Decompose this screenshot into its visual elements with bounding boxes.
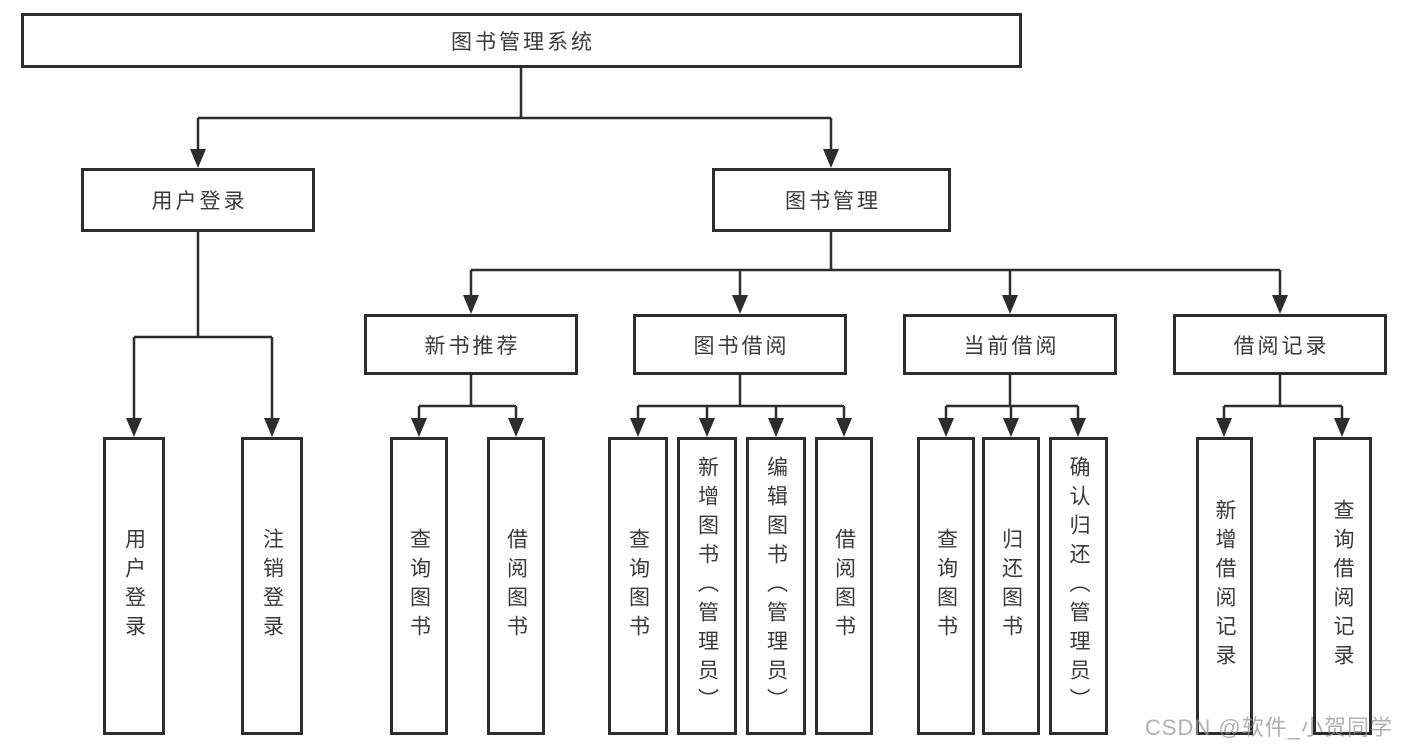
node-new-book-recommend: 新书推荐 xyxy=(364,314,578,375)
leaf-label: 查询图书 xyxy=(626,528,650,644)
leaf-query-books-borrow: 查询图书 xyxy=(608,437,668,735)
node-label: 图书借阅 xyxy=(693,334,790,358)
leaf-label: 查询图书 xyxy=(407,528,431,644)
leaf-label: 确认归还（管理员） xyxy=(1067,455,1090,717)
leaf-label: 新增图书（管理员） xyxy=(695,455,719,717)
leaf-label: 借阅图书 xyxy=(832,528,856,644)
node-borrow-records: 借阅记录 xyxy=(1173,314,1387,375)
csdn-watermark: CSDN @软件_小贺同学 xyxy=(1144,715,1393,740)
leaf-label: 借阅图书 xyxy=(504,528,528,644)
node-user-login: 用户登录 xyxy=(81,168,315,232)
node-root-system: 图书管理系统 xyxy=(21,13,1022,68)
leaf-add-books-admin: 新增图书（管理员） xyxy=(677,437,737,735)
node-book-management: 图书管理 xyxy=(712,168,951,232)
node-label: 图书管理 xyxy=(785,190,881,213)
leaf-borrow-books: 借阅图书 xyxy=(815,437,873,735)
leaf-label: 新增借阅记录 xyxy=(1213,499,1236,673)
node-label: 借阅记录 xyxy=(1233,334,1330,358)
node-current-borrow: 当前借阅 xyxy=(903,314,1117,375)
node-label: 当前借阅 xyxy=(963,334,1060,358)
leaf-query-borrow-record: 查询借阅记录 xyxy=(1313,437,1372,735)
leaf-logout: 注销登录 xyxy=(241,437,303,735)
node-book-borrow: 图书借阅 xyxy=(633,314,847,375)
node-label: 图书管理系统 xyxy=(451,30,595,54)
leaf-borrow-books-recommend: 借阅图书 xyxy=(487,437,545,735)
leaf-return-books: 归还图书 xyxy=(982,437,1040,735)
leaf-label: 归还图书 xyxy=(999,528,1023,644)
leaf-add-borrow-record: 新增借阅记录 xyxy=(1196,437,1253,735)
leaf-user-login: 用户登录 xyxy=(103,437,165,735)
arrow-down-icons xyxy=(126,149,1350,437)
leaf-confirm-return-admin: 确认归还（管理员） xyxy=(1049,437,1108,735)
leaf-label: 查询图书 xyxy=(934,528,958,644)
leaf-label: 查询借阅记录 xyxy=(1331,499,1354,673)
leaf-edit-books-admin: 编辑图书（管理员） xyxy=(746,437,806,735)
leaf-label: 用户登录 xyxy=(122,528,146,644)
leaf-query-books-recommend: 查询图书 xyxy=(390,437,448,735)
node-label: 新书推荐 xyxy=(424,334,521,358)
connector-paths xyxy=(132,68,1344,420)
leaf-label: 注销登录 xyxy=(260,528,284,644)
node-label: 用户登录 xyxy=(151,190,248,213)
leaf-label: 编辑图书（管理员） xyxy=(764,455,788,717)
leaf-query-books-current: 查询图书 xyxy=(917,437,975,735)
